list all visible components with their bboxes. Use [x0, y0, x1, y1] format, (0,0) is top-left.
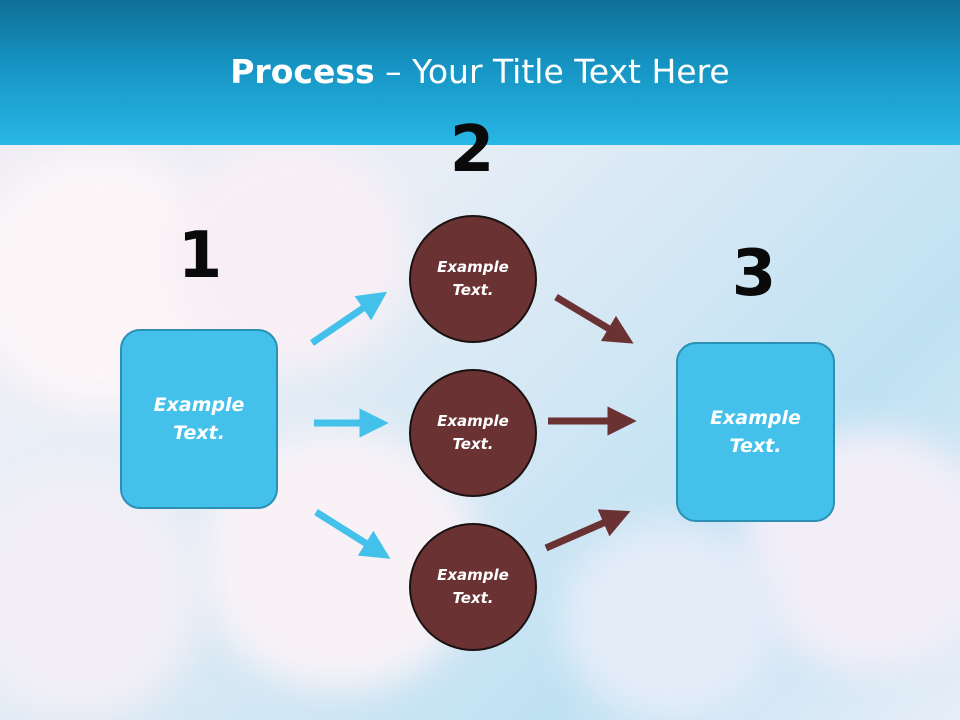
step-number-3: 3: [731, 237, 777, 311]
step-number-1: 1: [177, 219, 223, 293]
step-3-box[interactable]: Example Text.: [676, 342, 835, 522]
title-rest: – Your Title Text Here: [374, 52, 730, 91]
arrow-to-circle-3: [314, 509, 391, 559]
background-blossom: [0, 470, 200, 720]
title-bar: [0, 0, 960, 145]
circle-3-label: Example Text.: [437, 565, 509, 607]
circle-2-label: Example Text.: [437, 411, 509, 453]
step-number-2: 2: [449, 113, 495, 187]
circle-1-label: Example Text.: [437, 257, 509, 299]
title-bold: Process: [230, 52, 375, 91]
step-3-label: Example Text.: [710, 406, 801, 458]
slide-title: Process – Your Title Text Here: [0, 52, 960, 91]
circle-2[interactable]: Example Text.: [409, 369, 537, 497]
arrow-to-circle-1: [310, 291, 388, 346]
circle-1[interactable]: Example Text.: [409, 215, 537, 343]
step-1-box[interactable]: Example Text.: [120, 329, 278, 509]
arrow-from-circle-3: [544, 509, 631, 552]
step-1-label: Example Text.: [153, 393, 245, 445]
arrow-from-circle-1: [554, 293, 634, 344]
circle-3[interactable]: Example Text.: [409, 523, 537, 651]
background-blossom: [560, 520, 780, 720]
